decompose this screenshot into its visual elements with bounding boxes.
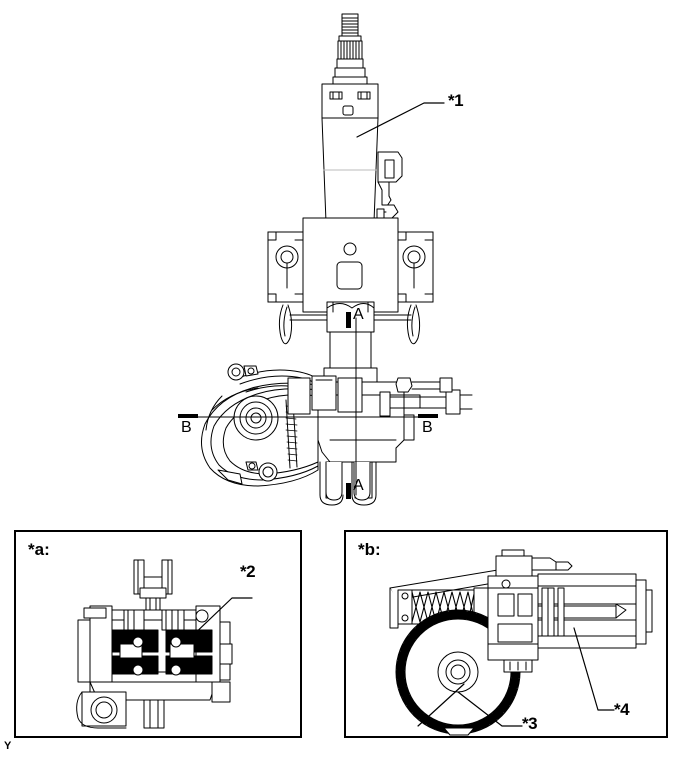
column-main-tube [321, 117, 379, 223]
upper-shaft-spline [332, 13, 368, 85]
callout-label-2: *2 [240, 562, 256, 581]
callout-1-leader [356, 102, 445, 138]
section-letter-b-left: B [181, 419, 192, 436]
detail-panel-a: *a: [14, 530, 302, 738]
tilt-spring-assembly [278, 304, 421, 345]
section-tick-b-right [418, 414, 438, 418]
tilt-lock-lever [376, 151, 403, 224]
intermediate-shaft [323, 331, 378, 383]
detail-panel-a-drawing [76, 559, 253, 729]
torque-sensor-connector [379, 377, 473, 417]
callout-label-3: *3 [522, 714, 538, 733]
section-letter-b-right: B [422, 419, 433, 436]
detail-panel-b-label: *b: [358, 540, 381, 559]
gear-housing-block [487, 549, 573, 673]
section-letter-a-bottom: A [353, 477, 364, 494]
detail-panel-b-drawing [389, 549, 653, 736]
detail-panel-b: *b: [344, 530, 668, 738]
section-tick-a-top [346, 312, 351, 328]
section-tick-b-left [178, 414, 198, 418]
callout-label-4: *4 [614, 700, 630, 719]
main-assembly-drawing [178, 13, 473, 506]
column-mounting-bracket [267, 217, 434, 333]
section-tick-a-bottom [346, 483, 351, 499]
column-upper-head [321, 83, 379, 119]
detail-panel-a-label: *a: [28, 540, 50, 559]
motor-harness-connector [227, 363, 363, 415]
corner-mark: Y [4, 740, 12, 752]
section-letter-a-top: A [353, 306, 364, 323]
electric-motor [537, 573, 653, 649]
callout-label-1: *1 [448, 91, 464, 110]
